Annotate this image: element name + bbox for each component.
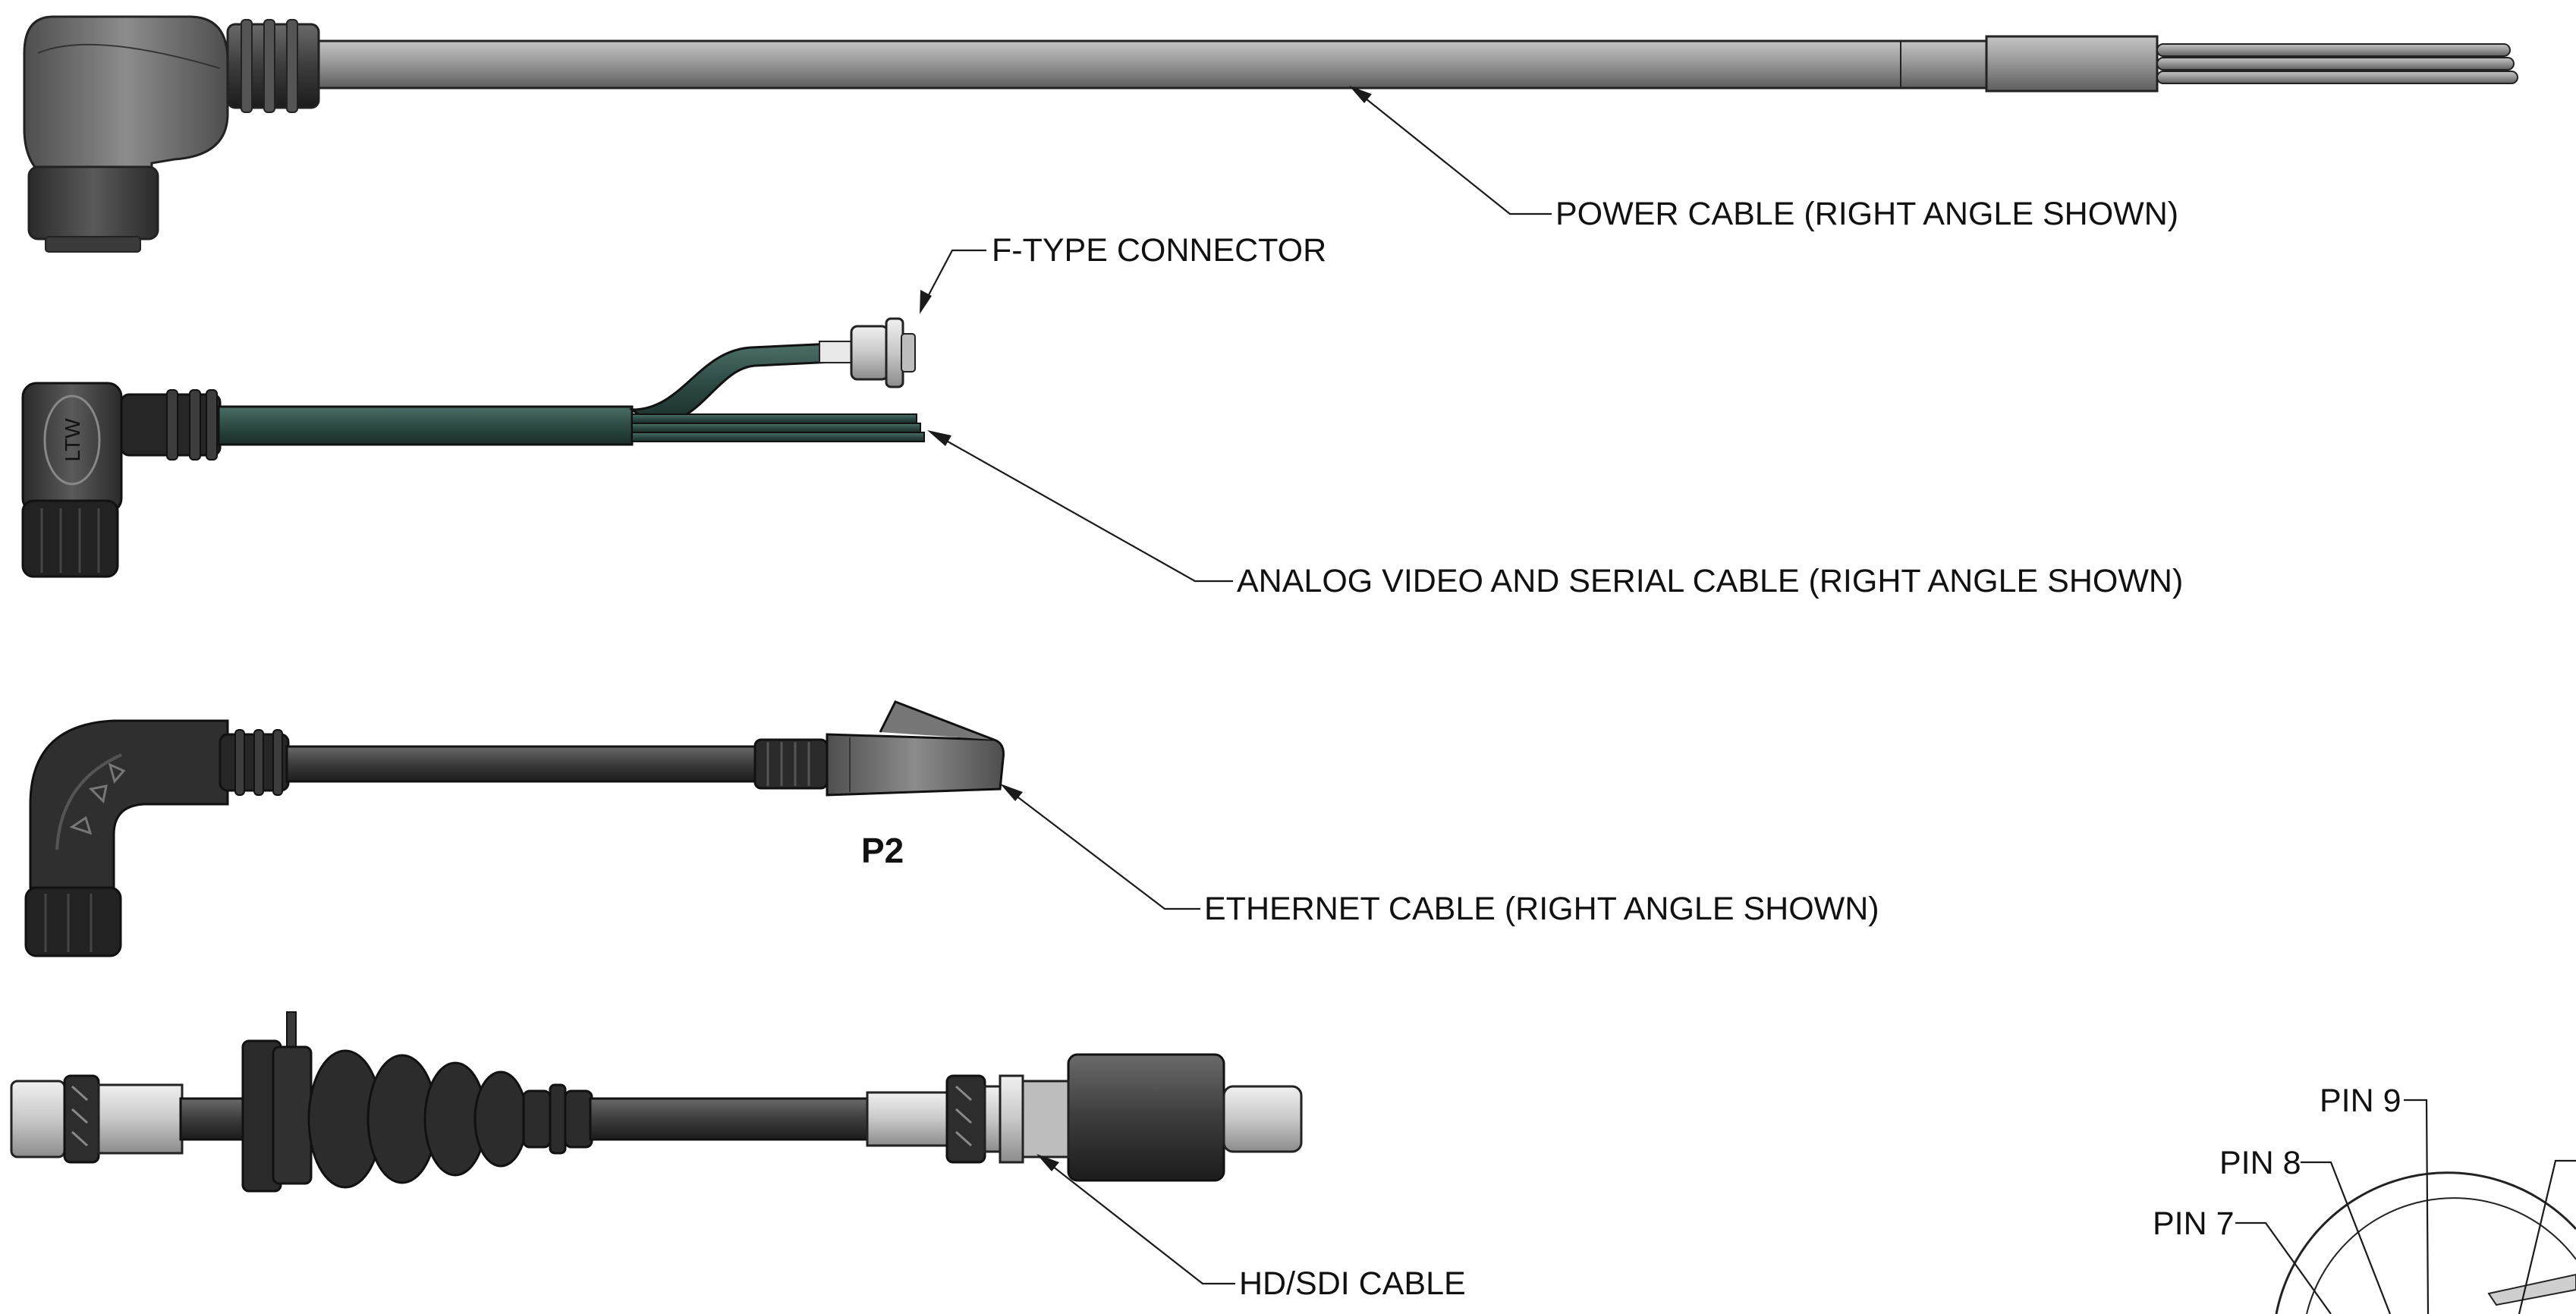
hd-sdi-left-bnc [10,1074,184,1164]
hd-sdi-adapter [1021,1053,1303,1182]
f-type-connector [850,317,916,388]
hd-sdi-right-bnc [866,1074,1024,1164]
ltw-logo-text: LTW [61,418,84,462]
analog-cable-label: ANALOG VIDEO AND SERIAL CABLE (RIGHT ANG… [1237,563,2183,599]
pin-detail-view: PIN 9 PIN 8 PIN 7 [2153,1083,2576,1314]
analog-connector-nut [21,499,119,578]
analog-serial-wires [631,413,925,442]
ethernet-cable: P2 ETHERNET CABLE (RIGHT ANGLE SHOWN) [24,700,1879,957]
hd-sdi-bulkhead-boot [241,1011,593,1193]
ltw-logo [43,395,101,486]
ethernet-cable-label: ETHERNET CABLE (RIGHT ANGLE SHOWN) [1204,891,1879,927]
rj45-plug [826,700,1005,797]
power-cable-jacket [317,39,1989,90]
power-cable-sleeve [1985,35,2159,93]
ethernet-cable-jacket [285,745,759,783]
analog-strain-relief [120,389,222,461]
ethernet-connector-elbow [29,719,229,897]
ethernet-strain-relief [219,729,290,796]
hd-sdi-cable: HD/SDI CABLE [10,1011,1466,1302]
pin-7-label: PIN 7 [2153,1206,2235,1242]
hd-sdi-cable-jacket [589,1097,869,1141]
analog-cable-jacket [217,405,634,446]
pin-9-label: PIN 9 [2320,1083,2401,1119]
ethernet-connector-nut [24,886,122,957]
f-type-connector-label: F-TYPE CONNECTOR [992,232,1326,269]
power-connector-nut [27,165,159,240]
pin-8-label: PIN 8 [2219,1145,2301,1181]
power-strain-relief [226,19,320,113]
rj45-boot [753,738,829,790]
p2-label: P2 [861,831,904,870]
power-cable-wires [2156,43,2518,84]
power-cable-label: POWER CABLE (RIGHT ANGLE SHOWN) [1555,196,2178,232]
power-cable: POWER CABLE (RIGHT ANGLE SHOWN) [23,15,2518,253]
analog-cable-branch [628,341,851,426]
hd-sdi-cable-label: HD/SDI CABLE [1239,1265,1466,1302]
analog-video-serial-cable: LTW F-TYPE CONNE [21,232,2183,599]
